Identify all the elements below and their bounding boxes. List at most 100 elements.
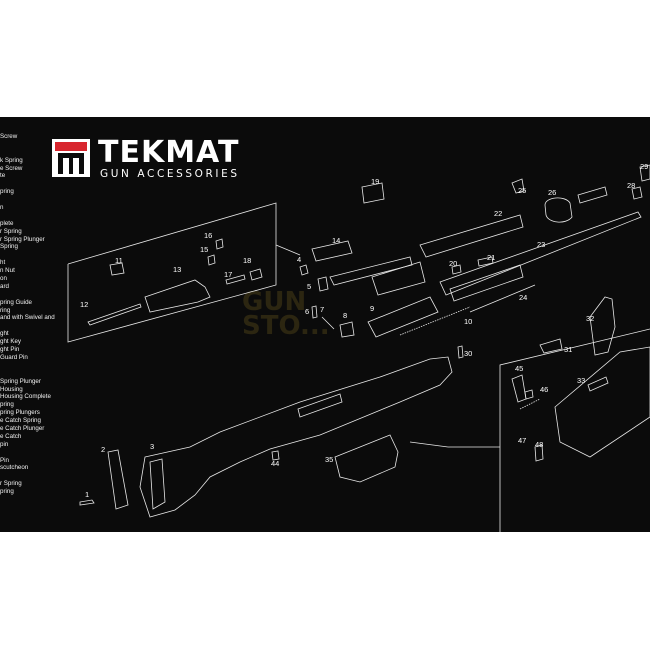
receiver-part bbox=[367, 296, 439, 338]
parts-list-item: k Spring bbox=[0, 156, 23, 164]
parts-list-item: ght bbox=[0, 330, 9, 338]
butt-screw-part bbox=[79, 499, 95, 506]
stock-inlet bbox=[297, 393, 343, 418]
parts-list-item: e Catch Plunger bbox=[0, 424, 45, 432]
parts-list-item: scutcheon bbox=[0, 464, 29, 472]
part-8 bbox=[339, 321, 355, 338]
part-46 bbox=[524, 389, 534, 400]
part-number: 16 bbox=[204, 231, 212, 240]
part-number: 21 bbox=[487, 253, 495, 262]
parts-list-item: Spring bbox=[0, 243, 18, 251]
parts-list-item: n bbox=[0, 204, 4, 212]
part-number: 25 bbox=[518, 186, 526, 195]
part-33 bbox=[587, 376, 609, 392]
barrel-band-part bbox=[544, 197, 573, 223]
parts-list-item: r Spring Plunger bbox=[0, 235, 45, 243]
callout-box-outline bbox=[67, 248, 277, 343]
part-number: 48 bbox=[535, 440, 543, 449]
parts-list-item: pring Plungers bbox=[0, 409, 40, 417]
part-11 bbox=[109, 262, 125, 276]
logo-accent-bar bbox=[55, 142, 87, 151]
part-number: 17 bbox=[224, 270, 232, 279]
parts-list-item: Housing bbox=[0, 385, 23, 393]
part-number: 6 bbox=[305, 307, 309, 316]
part-number: 45 bbox=[515, 364, 523, 373]
leader-line bbox=[275, 244, 301, 256]
part-14 bbox=[311, 240, 353, 262]
part-number: 31 bbox=[564, 345, 572, 354]
parts-list-item: plete bbox=[0, 219, 14, 227]
part-7 bbox=[321, 316, 335, 330]
part-number: 15 bbox=[200, 245, 208, 254]
part-47 bbox=[519, 398, 541, 410]
part-number: 14 bbox=[332, 236, 340, 245]
guide-rod-part bbox=[469, 284, 536, 313]
recoil-spring-part bbox=[399, 306, 471, 336]
brand-tagline: GUN ACCESSORIES bbox=[100, 168, 240, 180]
parts-list-item: n Nut bbox=[0, 267, 15, 275]
part-number: 10 bbox=[464, 317, 472, 326]
part-number: 23 bbox=[537, 240, 545, 249]
part-number: 3 bbox=[150, 442, 154, 451]
operating-rod-part bbox=[329, 256, 413, 286]
parts-list-item: e Catch Spring bbox=[0, 417, 41, 425]
part-number: 19 bbox=[371, 177, 379, 186]
part-number: 13 bbox=[173, 265, 181, 274]
part-number: 2 bbox=[101, 445, 105, 454]
parts-list-item: ard bbox=[0, 282, 9, 290]
part-number: 4 bbox=[297, 255, 301, 264]
part-15 bbox=[207, 254, 216, 266]
part-18 bbox=[249, 268, 263, 281]
stock-part bbox=[139, 356, 453, 518]
exploded-parts-diagram: 1 2 3 4 5 6 7 8 9 10 11 12 13 14 15 16 1… bbox=[67, 162, 650, 532]
handguard-part bbox=[419, 214, 524, 258]
part-number: 44 bbox=[271, 459, 279, 468]
leader-line bbox=[409, 441, 449, 448]
part-number: 30 bbox=[464, 349, 472, 358]
parts-list-item: ght Pin bbox=[0, 346, 20, 354]
part-number: 47 bbox=[518, 436, 526, 445]
part-13 bbox=[144, 279, 211, 313]
butt-plate-part bbox=[107, 449, 129, 510]
parts-list-item: r Spring bbox=[0, 480, 22, 488]
parts-list-item: r Spring bbox=[0, 227, 22, 235]
part-number: 46 bbox=[540, 385, 548, 394]
gas-cylinder-part bbox=[449, 264, 524, 302]
parts-list-item: ht bbox=[0, 259, 6, 267]
trigger-housing-part bbox=[334, 434, 399, 483]
gun-mat: Screw k Spring e Screw te pring n plete … bbox=[0, 117, 650, 532]
part-48 bbox=[534, 444, 544, 462]
part-number: 33 bbox=[577, 376, 585, 385]
parts-list-item: and with Swivel and bbox=[0, 314, 55, 322]
parts-list-item: on bbox=[0, 275, 7, 283]
part-number: 1 bbox=[85, 490, 89, 499]
part-number: 24 bbox=[519, 293, 527, 302]
trigger-guard-part bbox=[554, 346, 650, 458]
part-32 bbox=[589, 296, 616, 356]
parts-list-item: pring bbox=[0, 401, 14, 409]
part-number: 5 bbox=[307, 282, 311, 291]
part-number: 11 bbox=[115, 256, 123, 265]
part-number: 22 bbox=[494, 209, 502, 218]
parts-list-item: te bbox=[0, 172, 6, 180]
watermark-line: GUN bbox=[242, 287, 307, 317]
part-20 bbox=[451, 264, 462, 275]
part-31 bbox=[539, 338, 563, 354]
part-16 bbox=[215, 238, 224, 250]
part-number: 28 bbox=[627, 181, 635, 190]
front-sight-part bbox=[577, 186, 608, 204]
part-number: 7 bbox=[320, 305, 324, 314]
part-number: 26 bbox=[548, 188, 556, 197]
stock-cheek bbox=[149, 458, 166, 510]
parts-list-item: pring Guide bbox=[0, 298, 32, 306]
part-number: 32 bbox=[586, 314, 594, 323]
part-12 bbox=[87, 303, 142, 326]
barrel-part bbox=[439, 211, 642, 296]
parts-list-item: e Screw bbox=[0, 164, 23, 172]
part-21 bbox=[477, 256, 494, 267]
parts-list: Screw k Spring e Screw te pring n plete … bbox=[0, 133, 70, 496]
part-number: 12 bbox=[80, 300, 88, 309]
part-number: 18 bbox=[243, 256, 251, 265]
part-4 bbox=[299, 264, 309, 276]
part-numbers: 1 2 3 4 5 6 7 8 9 10 11 12 13 14 15 16 1… bbox=[80, 162, 648, 499]
